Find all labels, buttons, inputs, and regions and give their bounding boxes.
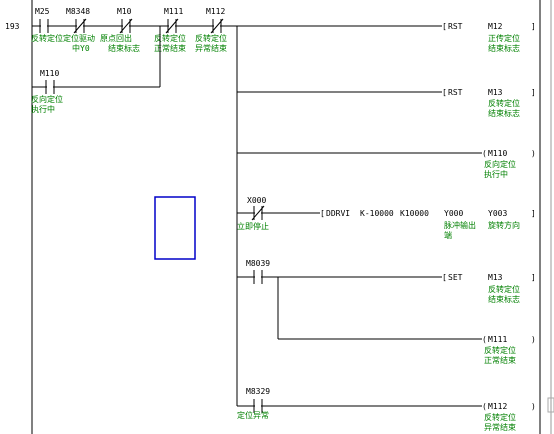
instruction-name: DDRVI — [326, 209, 350, 218]
coil-device: M111 — [488, 335, 507, 344]
coil-bracket: ) — [531, 402, 536, 411]
output-rst-m12[interactable]: [ RST M12 ] 正传定位 结束标志 — [442, 22, 536, 53]
output-rst-m13[interactable]: [ RST M13 ] 反转定位 结束标志 — [442, 88, 536, 118]
operand-comment: 反转定位 — [488, 98, 520, 108]
contact-label: M8329 — [246, 387, 270, 396]
operand-comment: 端 — [444, 230, 452, 240]
contact-comment: 异常结束 — [195, 43, 227, 53]
coil-comment: 反转定位 — [484, 412, 516, 422]
operand: K-10000 — [360, 209, 394, 218]
coil-comment: 执行中 — [484, 169, 508, 179]
contact-comment: 立即停止 — [237, 221, 269, 231]
operand: M12 — [488, 22, 503, 31]
contact-comment: 结束标志 — [108, 43, 140, 53]
contact-comment: 定位驱动 — [63, 33, 95, 43]
operand-comment: 结束标志 — [488, 43, 520, 53]
coil-device: M112 — [488, 402, 507, 411]
contact-label: M112 — [206, 7, 225, 16]
operand-comment: 结束标志 — [488, 294, 520, 304]
contact-label: M10 — [117, 7, 132, 16]
scroll-marker[interactable] — [547, 397, 554, 413]
selection-cursor[interactable] — [154, 196, 196, 260]
output-coil-m112[interactable]: ( M112 ) 反转定位 异常结束 — [482, 402, 536, 432]
instruction-name: SET — [448, 273, 463, 282]
instruction-bracket: [ — [320, 209, 325, 218]
contact-label: X000 — [247, 196, 266, 205]
contact-m8039[interactable] — [253, 270, 263, 284]
contact-m111[interactable] — [165, 18, 179, 34]
coil-comment: 反转定位 — [484, 345, 516, 355]
contact-m112[interactable] — [210, 18, 224, 34]
contact-m10[interactable] — [119, 18, 133, 34]
coil-bracket: ) — [531, 149, 536, 158]
contact-label: M25 — [35, 7, 50, 16]
coil-comment: 正常结束 — [484, 355, 516, 365]
operand-comment: 结束标志 — [488, 108, 520, 118]
operand-comment: 反转定位 — [488, 284, 520, 294]
instruction-name: RST — [448, 88, 463, 97]
instruction-bracket: ] — [531, 273, 536, 282]
contact-comment: 执行中 — [31, 104, 55, 114]
instruction-bracket: [ — [442, 273, 447, 282]
contact-label: M110 — [40, 69, 59, 78]
coil-comment: 异常结束 — [484, 422, 516, 432]
contact-comment: 原点回出 — [100, 33, 132, 43]
contact-comment: 反转定位 — [195, 33, 227, 43]
contact-comment: 反转定位 — [31, 33, 63, 43]
contact-comment: 反转定位 — [154, 33, 186, 43]
contact-label: M8348 — [66, 7, 90, 16]
contact-comment: 正常结束 — [154, 43, 186, 53]
contact-comment: 反向定位 — [31, 94, 63, 104]
instruction-bracket: [ — [442, 88, 447, 97]
instruction-bracket: ] — [531, 22, 536, 31]
instruction-bracket: [ — [442, 22, 447, 31]
contact-x000[interactable] — [251, 205, 265, 221]
contact-comment: 中Y0 — [72, 43, 90, 53]
contact-label: M8039 — [246, 259, 270, 268]
output-set-m13[interactable]: [ SET M13 ] 反转定位 结束标志 — [442, 273, 536, 304]
instruction-bracket: ] — [531, 209, 536, 218]
instruction-name: RST — [448, 22, 463, 31]
coil-bracket: ( — [482, 335, 487, 344]
coil-bracket: ( — [482, 149, 487, 158]
operand: Y003 — [488, 209, 507, 218]
contact-m110[interactable] — [45, 80, 55, 94]
operand-comment: 脉冲输出 — [444, 220, 476, 230]
contact-m8329[interactable] — [253, 399, 263, 413]
contact-label: M111 — [164, 7, 183, 16]
coil-comment: 反向定位 — [484, 159, 516, 169]
coil-bracket: ) — [531, 335, 536, 344]
contact-comment: 定位异常 — [237, 410, 269, 420]
contact-m25[interactable] — [39, 19, 49, 33]
operand: K10000 — [400, 209, 429, 218]
step-number: 193 — [5, 22, 20, 31]
operand: Y000 — [444, 209, 463, 218]
output-ddrvi[interactable]: [ DDRVI K-10000 K10000 Y000 Y003 ] 脉冲输出 … — [320, 209, 536, 240]
instruction-bracket: ] — [531, 88, 536, 97]
output-coil-m110[interactable]: ( M110 ) 反向定位 执行中 — [482, 149, 536, 179]
operand: M13 — [488, 273, 503, 282]
coil-device: M110 — [488, 149, 507, 158]
contact-m8348[interactable] — [73, 18, 87, 34]
operand: M13 — [488, 88, 503, 97]
operand-comment: 旋转方向 — [488, 220, 520, 230]
coil-bracket: ( — [482, 402, 487, 411]
operand-comment: 正传定位 — [488, 33, 520, 43]
output-coil-m111[interactable]: ( M111 ) 反转定位 正常结束 — [482, 335, 536, 365]
